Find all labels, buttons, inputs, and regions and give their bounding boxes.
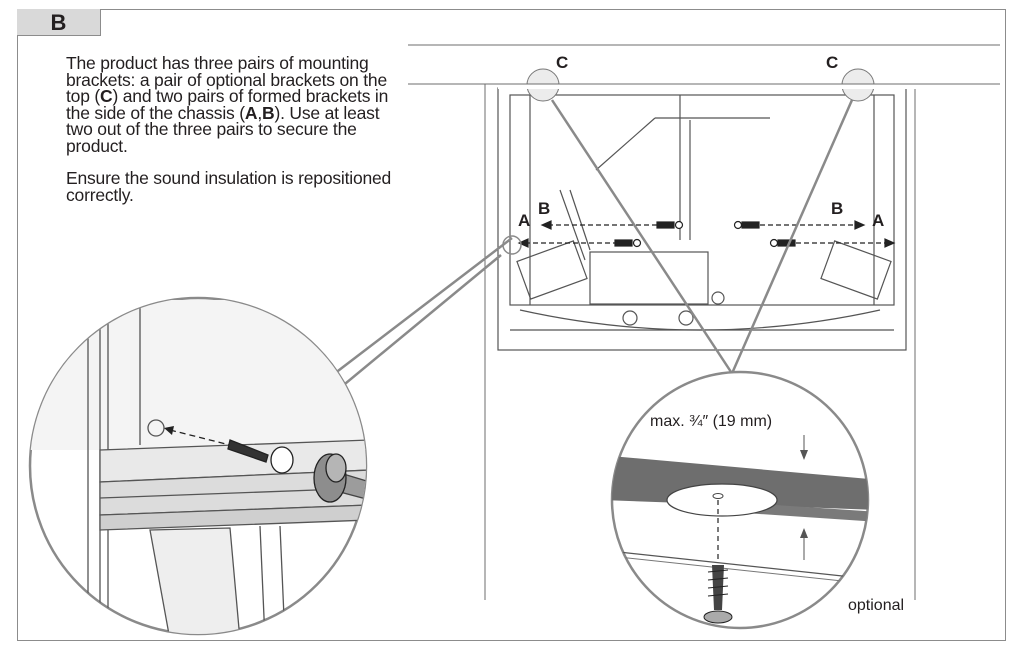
page-frame — [17, 9, 1006, 641]
optional-label: optional — [848, 597, 905, 614]
detail-leader-lines — [329, 99, 854, 389]
dishwasher-body — [497, 87, 907, 351]
callout-b-left: B — [538, 199, 551, 218]
top-bracket-detail-circle — [610, 370, 870, 630]
countertop-edge — [498, 84, 918, 89]
callout-c-right: C — [826, 53, 839, 72]
instructions-text: The product has three pairs of mounting … — [66, 53, 396, 219]
callout-b-right: B — [831, 199, 844, 218]
zoom-target-marker — [502, 235, 522, 255]
callout-a-right: A — [872, 211, 885, 230]
step-label: B — [17, 9, 101, 36]
callout-a-left: A — [518, 211, 531, 230]
callout-c-left: C — [556, 53, 569, 72]
side-screws — [517, 220, 896, 248]
screw-detail-circle — [28, 296, 368, 636]
dimension-label: max. ¾″ (19 mm) — [650, 413, 773, 430]
instruction-paragraph-2: Ensure the sound insulation is repositio… — [66, 168, 392, 205]
instruction-paragraph-1: The product has three pairs of mounting … — [66, 53, 389, 156]
